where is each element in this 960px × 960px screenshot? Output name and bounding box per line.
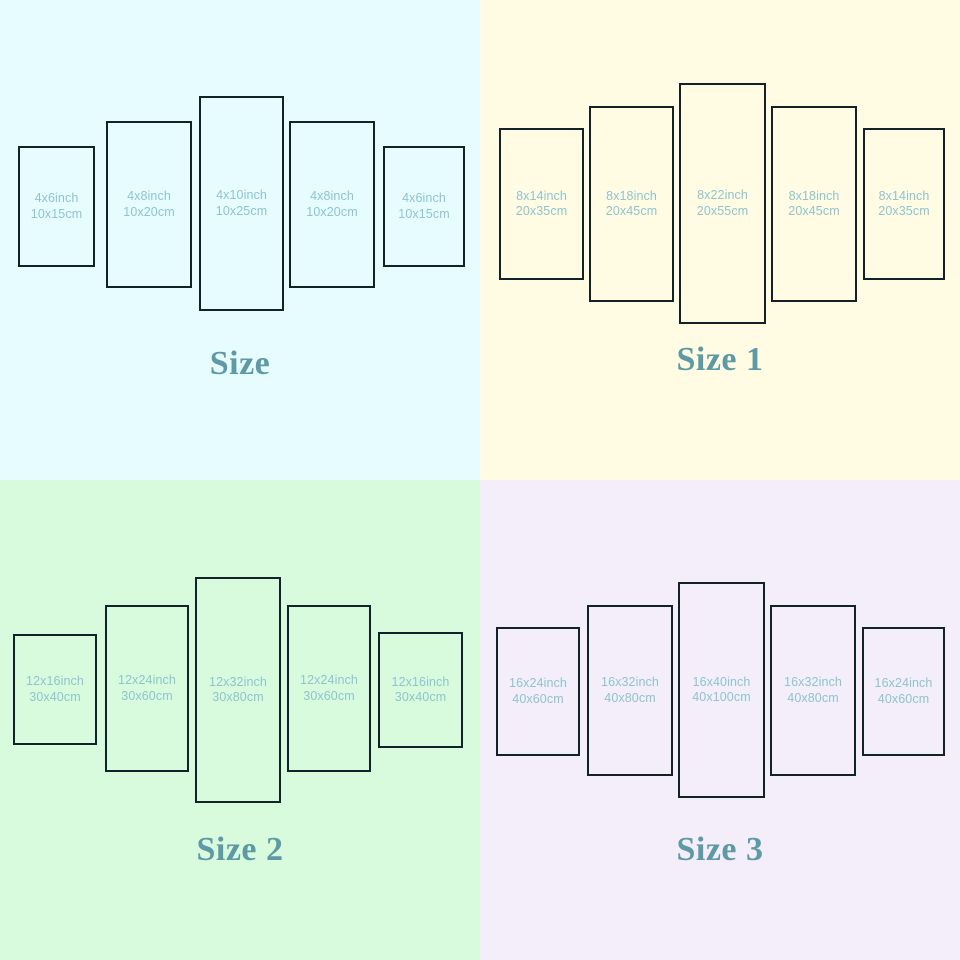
size-centimeters-text: 40x80cm (604, 690, 656, 705)
size-centimeters-text: 10x20cm (123, 204, 175, 219)
size-centimeters-text: 10x15cm (30, 206, 83, 221)
size-centimeters-text: 20x35cm (878, 204, 930, 218)
size-inches-text: 16x32inch (784, 675, 842, 689)
size-inches-text: 16x24inch (874, 676, 933, 690)
size-inches-text: 8x14inch (516, 188, 567, 203)
size-centimeters-text: 40x100cm (692, 690, 751, 704)
size-centimeters-text: 10x20cm (306, 204, 358, 219)
size-centimeters-text: 10x25cm (215, 203, 268, 218)
size-centimeters-text: 40x60cm (877, 691, 930, 706)
size-inches-text: 8x14inch (878, 188, 930, 203)
size-centimeters-text: 20x35cm (515, 204, 568, 218)
size-inches-text: 16x24inch (509, 676, 567, 690)
panel-title-size-1: Size 1 (676, 341, 764, 378)
size-inches-text: 8x18inch (606, 188, 657, 203)
size-inches-text: 12x16inch (26, 674, 84, 688)
size-inches-text: 16x32inch (601, 675, 659, 689)
size-inches-text: 8x18inch (788, 188, 840, 203)
size-centimeters-text: 10x15cm (398, 206, 450, 221)
size-inches-text: 12x16inch (391, 674, 450, 689)
size-centimeters-text: 30x80cm (212, 690, 264, 704)
panel-title-size-3: Size 3 (676, 831, 764, 868)
size-inches-text: 4x6inch (34, 191, 79, 205)
size-inches-text: 4x8inch (127, 189, 171, 203)
size-inches-text: 12x32inch (209, 674, 267, 689)
size-inches-text: 12x24inch (118, 673, 176, 687)
panel-title-size-2: Size 2 (196, 831, 284, 868)
size-inches-text: 8x22inch (697, 188, 748, 202)
size-centimeters-text: 30x40cm (394, 690, 447, 704)
size-centimeters-text: 40x60cm (512, 691, 564, 706)
size-centimeters-text: 20x55cm (696, 203, 749, 218)
size-centimeters-text: 40x80cm (787, 690, 839, 705)
size-inches-text: 4x10inch (216, 188, 267, 202)
size-centimeters-text: 30x60cm (121, 688, 173, 703)
size-inches-text: 16x40inch (692, 674, 751, 689)
panel-title-size: Size (209, 345, 271, 382)
size-centimeters-text: 30x40cm (29, 689, 81, 704)
size-centimeters-text: 30x60cm (303, 688, 355, 703)
size-inches-text: 12x24inch (300, 673, 358, 687)
size-inches-text: 4x6inch (402, 191, 446, 205)
size-inches-text: 4x8inch (310, 189, 354, 203)
size-centimeters-text: 20x45cm (605, 204, 658, 218)
size-centimeters-text: 20x45cm (788, 204, 840, 218)
